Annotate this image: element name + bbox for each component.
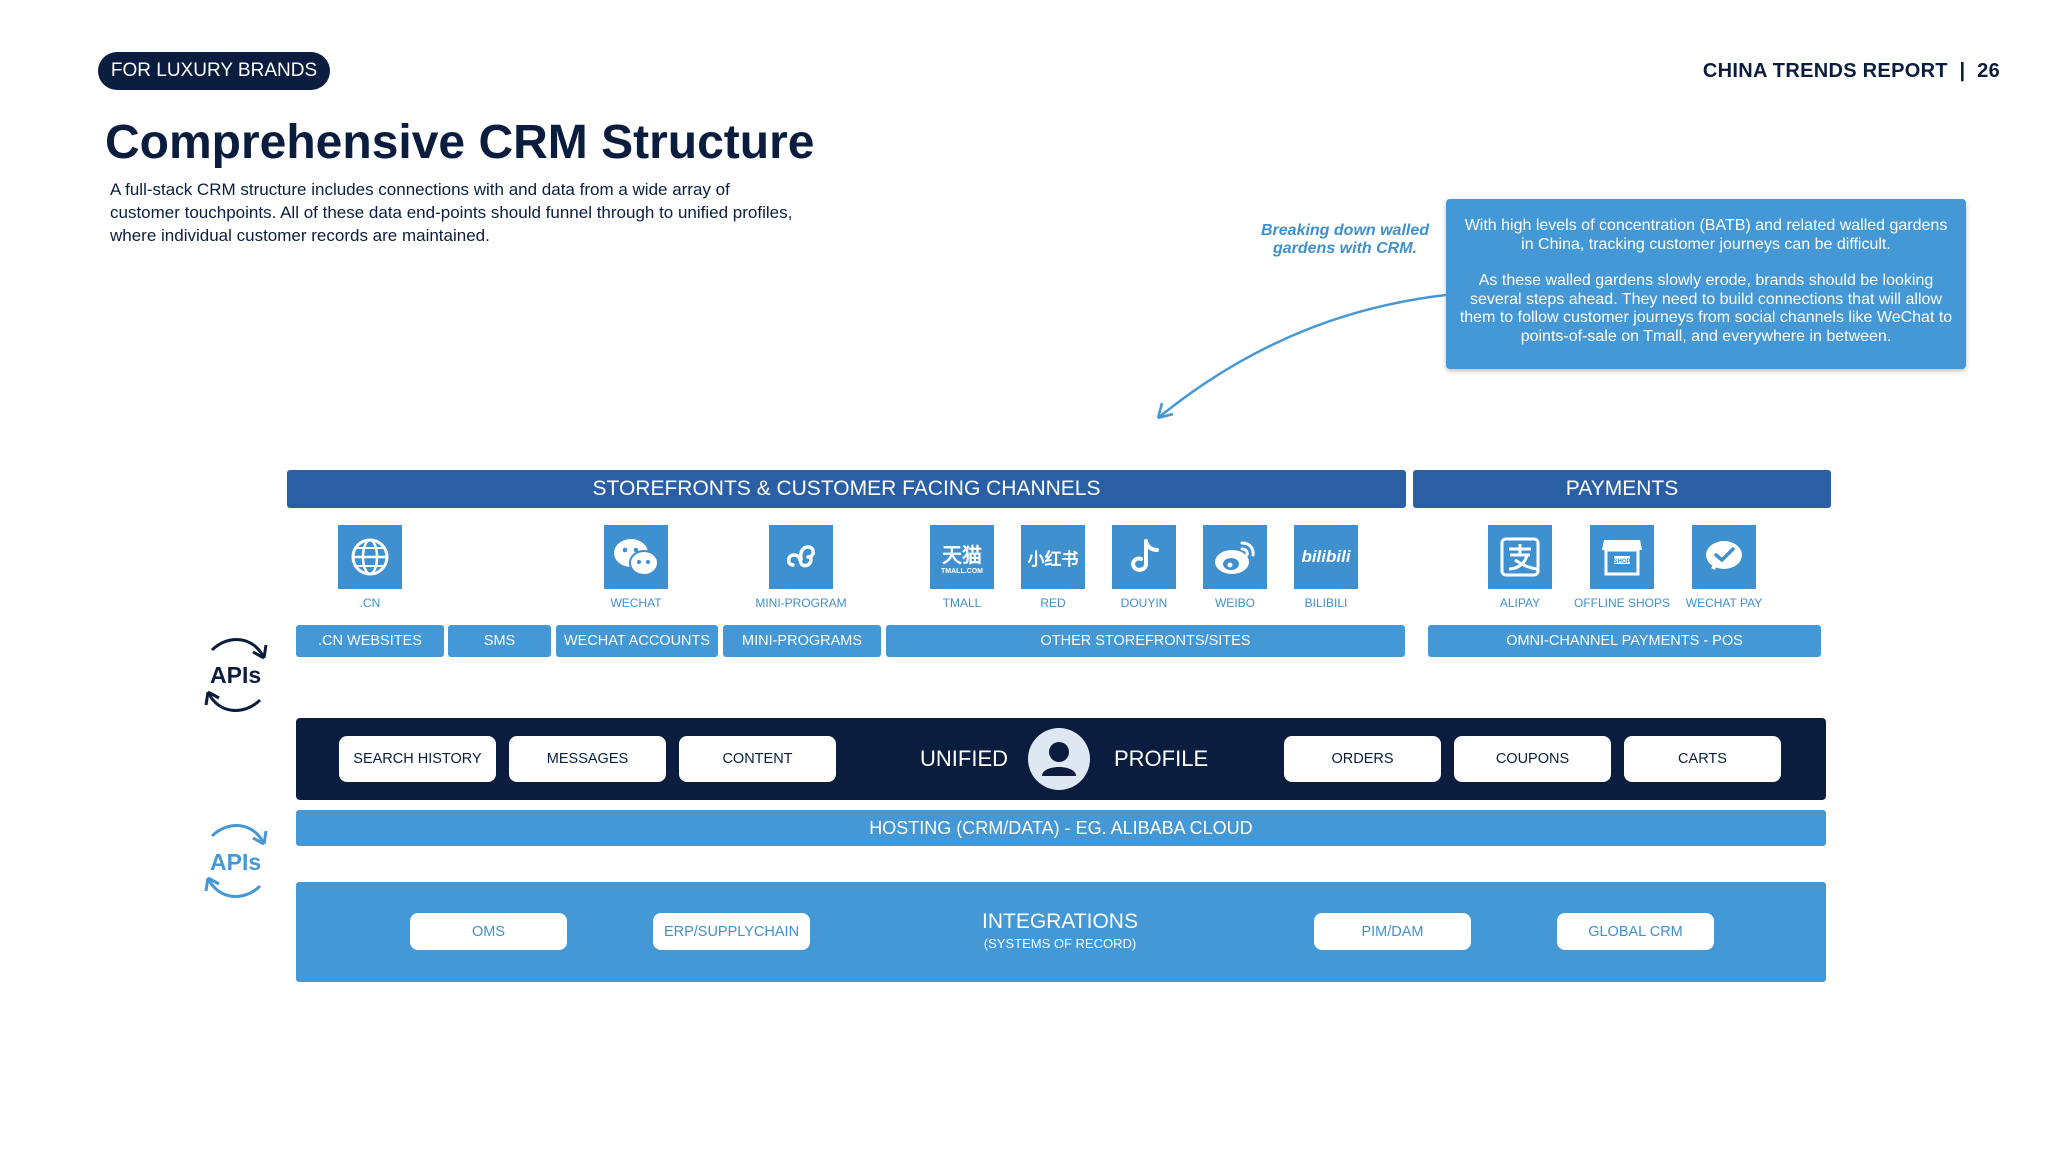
profile-messages: MESSAGES	[509, 736, 666, 782]
tmall-icon: 天猫 TMALL.COM	[930, 525, 994, 589]
channel-omni-payments: OMNI-CHANNEL PAYMENTS - POS	[1428, 625, 1821, 657]
icon-label-alipay: ALIPAY	[1499, 596, 1541, 610]
mini-program-icon	[769, 525, 833, 589]
hosting-bar: HOSTING (CRM/DATA) - EG. ALIBABA CLOUD	[296, 810, 1826, 846]
storefronts-header: STOREFRONTS & CUSTOMER FACING CHANNELS	[287, 470, 1406, 508]
globe-icon	[338, 525, 402, 589]
icon-label-weibo: WEIBO	[1214, 596, 1255, 610]
profile-coupons: COUPONS	[1454, 736, 1611, 782]
channel-sms: SMS	[448, 625, 551, 657]
icon-label-wechat-pay: WECHAT PAY	[1685, 596, 1763, 610]
integration-pim-dam: PIM/DAM	[1314, 913, 1471, 950]
red-icon: 小红书	[1021, 525, 1085, 589]
unified-label: UNIFIED	[920, 746, 1008, 771]
intro-text: A full-stack CRM structure includes conn…	[110, 180, 793, 245]
integration-global-crm: GLOBAL CRM	[1557, 913, 1714, 950]
channel-other-storefronts: OTHER STOREFRONTS/SITES	[886, 625, 1405, 657]
apis-cycle-arrows-lower	[204, 824, 268, 898]
apis-label-lower: APIs	[210, 849, 262, 875]
profile-carts: CARTS	[1624, 736, 1781, 782]
shop-glyph: SHOP	[1613, 559, 1630, 565]
channel-wechat-accounts: WECHAT ACCOUNTS	[556, 625, 718, 657]
channel-mini-programs: MINI-PROGRAMS	[723, 625, 881, 657]
weibo-icon	[1203, 525, 1267, 589]
icon-label-mini-program: MINI-PROGRAM	[755, 596, 847, 610]
icon-label-tmall: TMALL	[942, 596, 982, 610]
douyin-icon	[1112, 525, 1176, 589]
category-badge: FOR LUXURY BRANDS	[98, 52, 330, 90]
user-avatar-icon	[1028, 728, 1090, 790]
icon-label-red: RED	[1040, 596, 1066, 610]
icon-label-offline-shops: OFFLINE SHOPS	[1573, 596, 1671, 610]
icon-label-douyin: DOUYIN	[1120, 596, 1168, 610]
callout-arrow	[1156, 293, 1447, 420]
integrations-title: INTEGRATIONS	[982, 910, 1138, 933]
apis-label-upper: APIs	[210, 662, 262, 688]
callout-box: With high levels of concentration (BATB)…	[1446, 199, 1966, 369]
integrations-subtitle: (SYSTEMS OF RECORD)	[983, 936, 1137, 951]
integration-oms: OMS	[410, 913, 567, 950]
profile-search-history: SEARCH HISTORY	[339, 736, 496, 782]
tmall-glyph: 天猫	[942, 545, 982, 567]
profile-orders: ORDERS	[1284, 736, 1441, 782]
wechat-pay-icon	[1692, 525, 1756, 589]
callout-label: Breaking down walled gardens with CRM.	[1260, 222, 1430, 257]
page-title: Comprehensive CRM Structure	[105, 116, 815, 169]
apis-cycle-arrows-upper	[204, 638, 268, 712]
callout-paragraph-1: With high levels of concentration (BATB)…	[1464, 217, 1948, 253]
icon-label-wechat: WECHAT	[610, 596, 662, 610]
alipay-icon	[1488, 525, 1552, 589]
callout-paragraph-2: As these walled gardens slowly erode, br…	[1459, 272, 1953, 345]
profile-label: PROFILE	[1114, 746, 1209, 771]
shop-icon: SHOP	[1590, 525, 1654, 589]
icon-label-bilibili: BILIBILI	[1304, 596, 1348, 610]
profile-content: CONTENT	[679, 736, 836, 782]
integration-erp: ERP/SUPPLYCHAIN	[653, 913, 810, 950]
bilibili-icon: bilibili	[1294, 525, 1358, 589]
report-page-label: CHINA TRENDS REPORT | 26	[1702, 60, 2000, 82]
channel-cn-websites: .CN WEBSITES	[296, 625, 444, 657]
tmall-glyph-sub: TMALL.COM	[941, 568, 983, 575]
payments-header: PAYMENTS	[1413, 470, 1831, 508]
icon-label-cn: .CN	[359, 596, 381, 610]
wechat-icon	[604, 525, 668, 589]
